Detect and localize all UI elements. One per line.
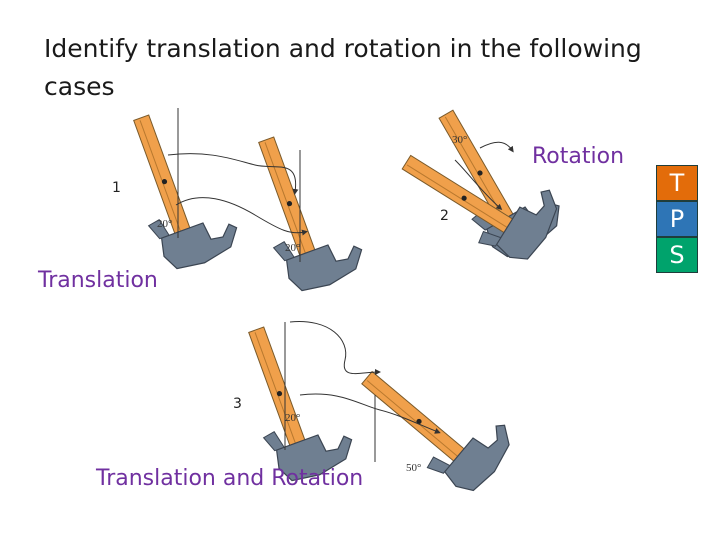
case3-number: 3 — [233, 396, 242, 412]
case3-answer: Translation and Rotation — [96, 466, 364, 491]
case3-angle-start: 20° — [285, 412, 301, 424]
case3-hammer-start — [227, 311, 360, 490]
slide-title: Identify translation and rotation in the… — [44, 34, 642, 101]
case2-path — [454, 159, 503, 211]
case2-number: 2 — [440, 208, 449, 224]
tps-badge: T P S — [656, 165, 698, 273]
case3-hammer-end — [347, 337, 523, 503]
case1-answer: Translation — [38, 268, 158, 293]
tps-letter-t: T — [656, 165, 698, 201]
case1-path-upper — [167, 153, 299, 195]
case1-number: 1 — [112, 180, 121, 196]
case1-path-lower — [175, 197, 308, 236]
case2-angle: 30° — [452, 134, 468, 146]
case1-angle-start: 20° — [157, 218, 173, 230]
case1-angle-end: 20° — [285, 242, 301, 254]
case2-hammer-end — [389, 117, 569, 272]
tps-letter-s: S — [656, 237, 698, 273]
case3-path-lower — [299, 393, 441, 434]
case1-hammer-end — [237, 121, 370, 300]
case3-angle-end: 50° — [406, 462, 422, 474]
case3-path-upper — [289, 321, 381, 376]
tps-letter-p: P — [656, 201, 698, 237]
case2-answer: Rotation — [532, 144, 625, 169]
case1-hammer-start — [112, 99, 245, 278]
case2-arc — [479, 141, 514, 153]
